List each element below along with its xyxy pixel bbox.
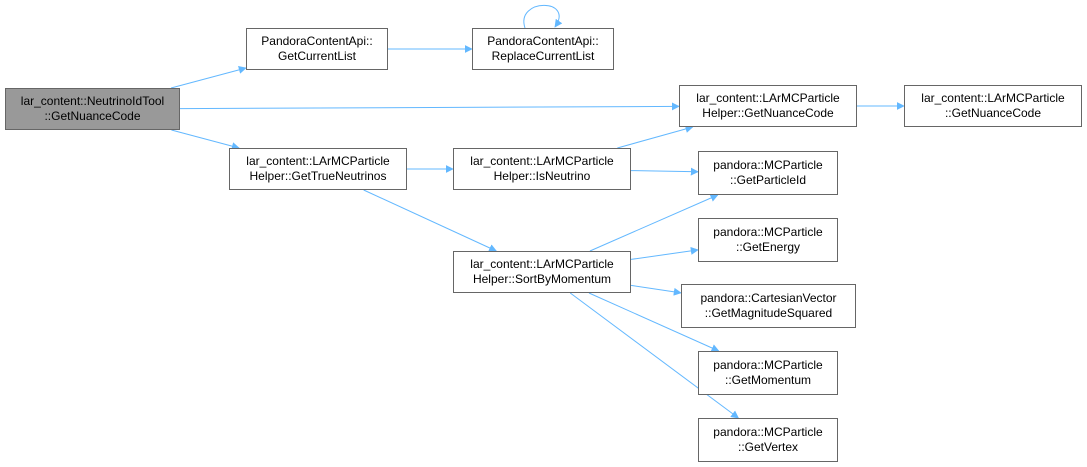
node-label-line1: pandora::MCParticle — [713, 158, 823, 172]
node-label-line2: ::GetMagnitudeSquared — [704, 306, 833, 320]
node-label-line2: Helper::GetTrueNeutrinos — [249, 169, 387, 183]
node-larmcparticle-helper-is-neutrino[interactable]: lar_content::LArMCParticle Helper::IsNeu… — [453, 148, 631, 190]
node-larmcparticle-helper-get-true-neutrinos[interactable]: lar_content::LArMCParticle Helper::GetTr… — [229, 148, 407, 190]
node-label-line1: lar_content::LArMCParticle — [470, 154, 614, 168]
node-label-line1: lar_content::LArMCParticle — [696, 91, 840, 105]
node-label-line2: ::GetMomentum — [724, 373, 812, 387]
node-pandora-content-api-replace-current-list[interactable]: PandoraContentApi:: ReplaceCurrentList — [472, 28, 614, 70]
node-mcparticle-get-particle-id[interactable]: pandora::MCParticle ::GetParticleId — [698, 151, 838, 195]
node-label-line1: lar_content::LArMCParticle — [246, 154, 390, 168]
edge-sort_by_momentum-to-get_vertex — [569, 292, 740, 419]
edge-root-to-get_true_neutrinos — [171, 129, 240, 151]
node-label-line1: lar_content::LArMCParticle — [921, 91, 1065, 105]
node-neutrino-id-tool-get-nuance-code: lar_content::NeutrinoIdTool ::GetNuanceC… — [5, 88, 180, 130]
node-mcparticle-get-vertex[interactable]: pandora::MCParticle ::GetVertex — [698, 418, 838, 462]
node-label-line2: Helper::IsNeutrino — [493, 169, 591, 183]
node-label-line2: ReplaceCurrentList — [491, 49, 595, 63]
node-label-line1: pandora::MCParticle — [713, 225, 823, 239]
node-label-line2: ::GetParticleId — [729, 173, 807, 187]
node-label-line2: ::GetNuanceCode — [944, 106, 1042, 120]
edge-sort_by_momentum-to-get_energy — [630, 246, 699, 260]
node-mcparticle-get-energy[interactable]: pandora::MCParticle ::GetEnergy — [698, 218, 838, 262]
node-label-line2: Helper::SortByMomentum — [472, 272, 612, 286]
node-larmcparticle-helper-get-nuance-code[interactable]: lar_content::LArMCParticle Helper::GetNu… — [679, 85, 857, 127]
node-cartesian-vector-get-magnitude-squared[interactable]: pandora::CartesianVector ::GetMagnitudeS… — [681, 284, 856, 328]
node-label-line2: Helper::GetNuanceCode — [702, 106, 834, 120]
edge-sort_by_momentum-to-get_momentum — [588, 292, 720, 352]
node-label-line2: ::GetNuanceCode — [44, 109, 141, 123]
node-mcparticle-get-momentum[interactable]: pandora::MCParticle ::GetMomentum — [698, 351, 838, 395]
node-label-line1: pandora::MCParticle — [713, 425, 823, 439]
edge-is_neutrino-to-get_particle_id — [630, 167, 699, 176]
node-label-line2: ::GetEnergy — [735, 240, 801, 254]
node-label-line1: pandora::CartesianVector — [700, 291, 837, 305]
node-larmcparticle-get-nuance-code[interactable]: lar_content::LArMCParticle ::GetNuanceCo… — [904, 85, 1082, 127]
node-label-line1: lar_content::NeutrinoIdTool — [20, 94, 165, 108]
node-label-line1: PandoraContentApi:: — [487, 34, 599, 48]
node-label-line1: lar_content::LArMCParticle — [470, 257, 614, 271]
node-label-line1: PandoraContentApi:: — [261, 34, 373, 48]
node-pandora-content-api-get-current-list[interactable]: PandoraContentApi:: GetCurrentList — [246, 28, 388, 70]
edge-get_true_neutrinos-to-sort_by_momentum — [363, 189, 498, 252]
node-label-line1: pandora::MCParticle — [713, 358, 823, 372]
edge-replace_current_list-to-replace_current_list — [523, 4, 563, 29]
node-larmcparticle-helper-sort-by-momentum[interactable]: lar_content::LArMCParticle Helper::SortB… — [453, 251, 631, 293]
edge-sort_by_momentum-to-get_particle_id — [589, 194, 719, 252]
node-label-line2: GetCurrentList — [277, 49, 357, 63]
edge-is_neutrino-to-helper_get_nuance — [617, 125, 694, 149]
node-label-line2: ::GetVertex — [737, 440, 799, 454]
edge-root-to-get_current_list — [170, 65, 247, 89]
edge-sort_by_momentum-to-get_magnitude_squared — [630, 284, 682, 296]
edge-root-to-helper_get_nuance — [179, 102, 680, 111]
